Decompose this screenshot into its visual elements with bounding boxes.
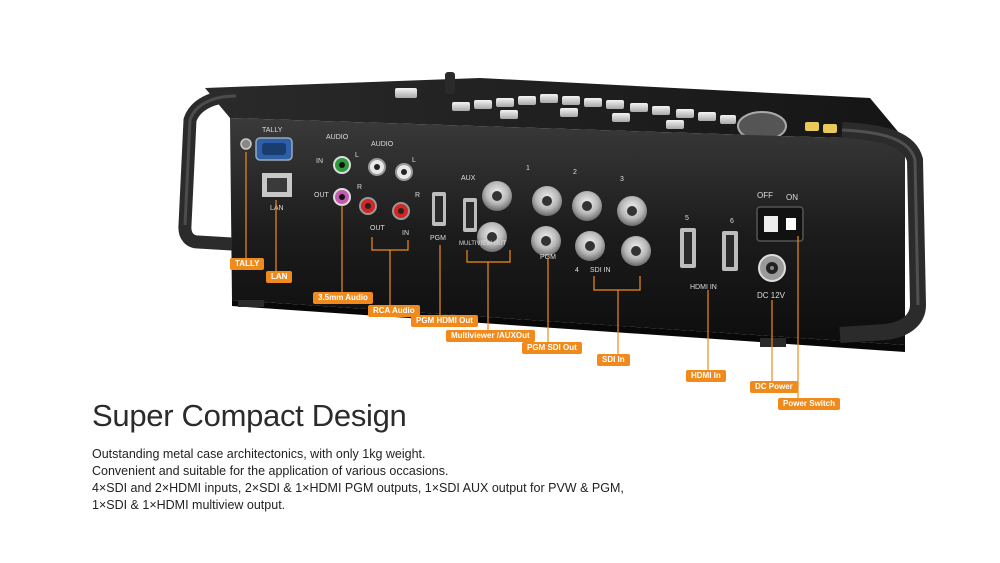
device-top-panel — [205, 78, 905, 140]
power-switch — [756, 206, 804, 242]
svg-text:TALLY: TALLY — [262, 127, 283, 134]
svg-text:IN: IN — [316, 158, 323, 165]
svg-text:IN: IN — [402, 230, 409, 237]
description-line: 1×SDI & 1×HDMI multiview output. — [92, 498, 286, 512]
callout-power-switch: Power Switch — [778, 398, 841, 410]
svg-text:2: 2 — [573, 169, 577, 176]
svg-text:AUX: AUX — [461, 175, 476, 182]
svg-text:PGM: PGM — [540, 254, 556, 261]
callout-leader-lines — [245, 152, 799, 398]
switcher-device: TALLY LAN AUDIO AUDIO IN OUT L L R R OUT… — [178, 72, 926, 352]
bnc-connectors — [477, 181, 651, 266]
callout-pgm-hdmi-out: PGM HDMI Out — [411, 315, 478, 327]
svg-text:SDI IN: SDI IN — [590, 267, 611, 274]
svg-text:R: R — [415, 192, 420, 199]
description: Outstanding metal case architectonics, w… — [92, 446, 624, 514]
svg-text:HDMI IN: HDMI IN — [690, 284, 717, 291]
svg-text:L: L — [412, 157, 416, 164]
svg-text:AUDIO: AUDIO — [326, 134, 349, 141]
callout-pgm-sdi-out: PGM SDI Out — [522, 342, 582, 354]
svg-text:ON: ON — [786, 193, 798, 202]
left-handle — [178, 89, 237, 251]
svg-text:OFF: OFF — [757, 191, 773, 200]
svg-text:PGM: PGM — [430, 235, 446, 242]
description-line: Outstanding metal case architectonics, w… — [92, 447, 426, 461]
description-line: 4×SDI and 2×HDMI inputs, 2×SDI & 1×HDMI … — [92, 481, 624, 495]
callout-hdmi-in: HDMI In — [686, 370, 726, 382]
svg-text:MULTIVIEW OUT: MULTIVIEW OUT — [459, 241, 507, 247]
svg-text:1: 1 — [526, 165, 530, 172]
svg-text:4: 4 — [575, 267, 579, 274]
svg-text:R: R — [357, 184, 362, 191]
svg-text:AUDIO: AUDIO — [371, 141, 394, 148]
svg-text:OUT: OUT — [314, 192, 330, 199]
control-buttons — [395, 72, 837, 141]
svg-text:DC 12V: DC 12V — [757, 291, 786, 300]
callout-sdi-in: SDI In — [597, 354, 630, 366]
page-title: Super Compact Design — [92, 398, 407, 433]
svg-text:5: 5 — [685, 215, 689, 222]
callout-lan: LAN — [266, 271, 293, 283]
callout-multiviewer-aux-out: Multiviewer /AUXOut — [446, 330, 535, 342]
callout-rca-audio: RCA Audio — [368, 305, 420, 317]
svg-text:LAN: LAN — [270, 205, 284, 212]
svg-text:3: 3 — [620, 176, 624, 183]
panel-labels: TALLY LAN AUDIO AUDIO IN OUT L L R R OUT… — [262, 127, 798, 300]
description-line: Convenient and suitable for the applicat… — [92, 464, 449, 478]
svg-text:6: 6 — [730, 218, 734, 225]
callout-3-5mm-audio: 3.5mm Audio — [313, 292, 373, 304]
callout-dc-power: DC Power — [750, 381, 798, 393]
svg-text:L: L — [355, 152, 359, 159]
svg-text:OUT: OUT — [370, 225, 386, 232]
jack-3-5mm-left — [240, 138, 252, 150]
callout-tally: TALLY — [230, 258, 265, 270]
